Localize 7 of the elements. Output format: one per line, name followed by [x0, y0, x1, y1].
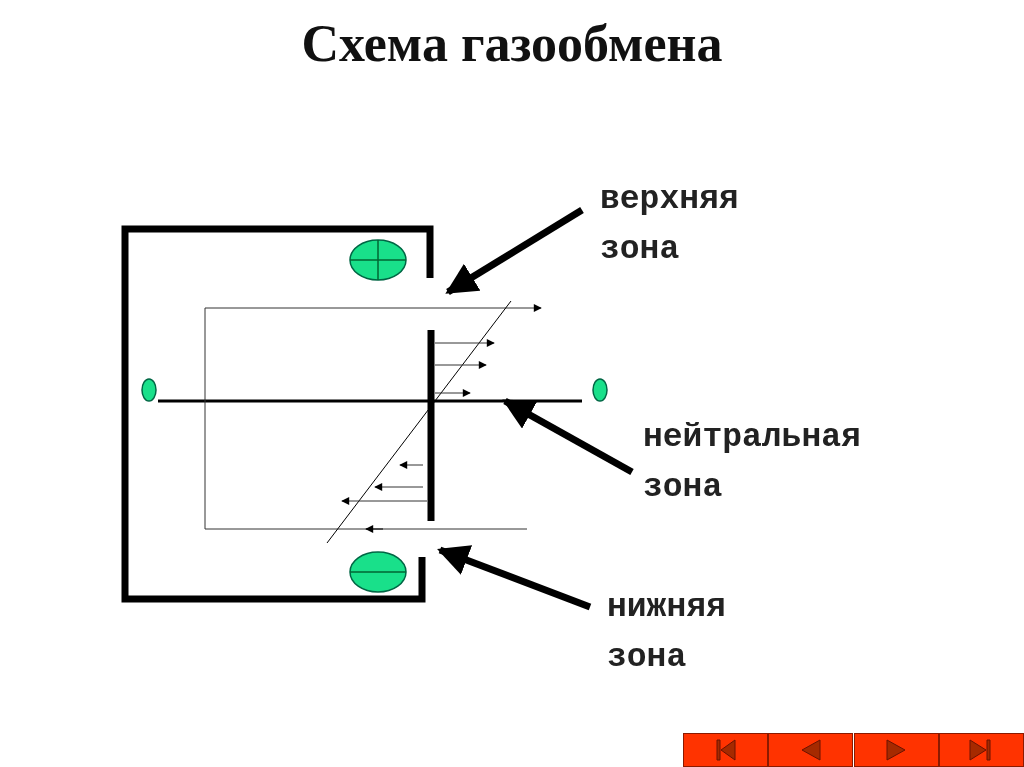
- pointer-arrow: [502, 397, 634, 476]
- zone-label: нижняя зона: [607, 583, 807, 683]
- title: Схема газообмена: [300, 14, 724, 73]
- zone-label: верхняя зона: [600, 175, 800, 275]
- pointer-arrow: [445, 207, 584, 295]
- pointer-arrow: [437, 545, 592, 611]
- zone-label: нейтральная зона: [643, 413, 943, 513]
